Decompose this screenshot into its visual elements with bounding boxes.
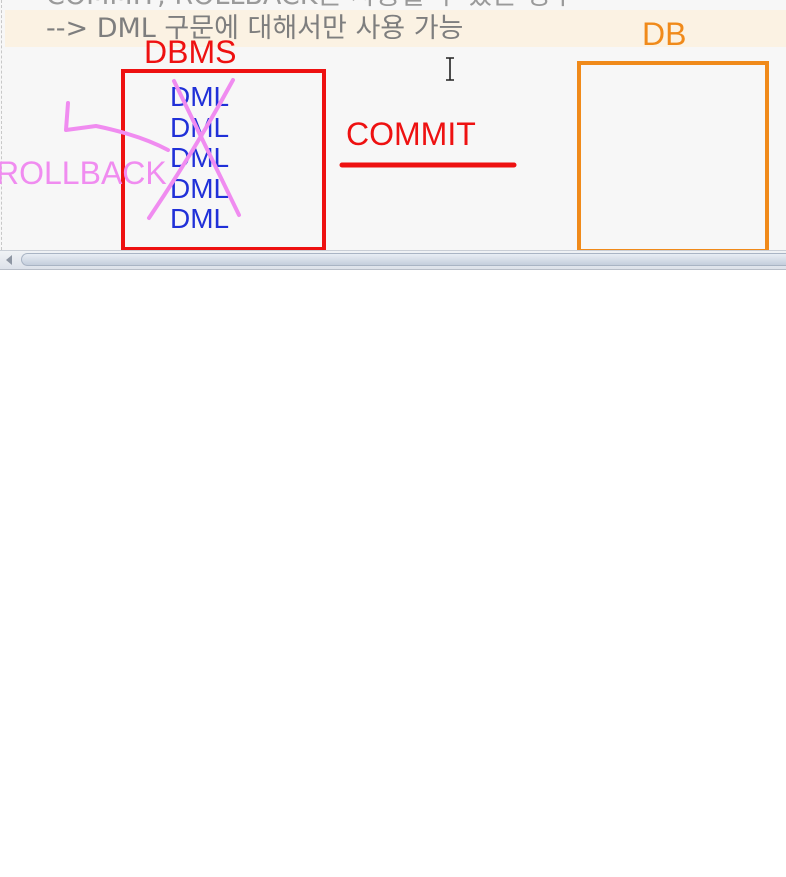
dml-item: DML [170, 203, 230, 234]
code-line-current[interactable]: --> DML 구문에 대해서만 사용 가능 [46, 13, 464, 44]
commit-label: COMMIT [346, 116, 476, 152]
cross-stroke-1 [172, 79, 241, 217]
i-beam-cursor-icon [446, 57, 454, 81]
code-line-previous[interactable]: COMMIT, ROLLBACK은 사용할 수 있는 경우 [46, 0, 575, 11]
dbms-box [121, 69, 326, 250]
code-editor[interactable]: COMMIT, ROLLBACK은 사용할 수 있는 경우 --> DML 구문… [0, 0, 786, 250]
db-label: DB [642, 16, 687, 52]
gutter-divider [1, 0, 2, 250]
horizontal-scrollbar[interactable] [0, 250, 786, 270]
db-box [577, 61, 769, 250]
scrollbar-thumb[interactable] [21, 253, 786, 266]
ink-annotations [64, 78, 517, 220]
dbms-label: DBMS [144, 34, 237, 70]
scroll-left-arrow-icon[interactable] [6, 255, 12, 265]
rollback-label: ROLLBACK [0, 155, 167, 191]
cross-stroke-2 [147, 78, 235, 220]
rollback-arrow [64, 101, 170, 152]
current-line-highlight [5, 10, 786, 47]
